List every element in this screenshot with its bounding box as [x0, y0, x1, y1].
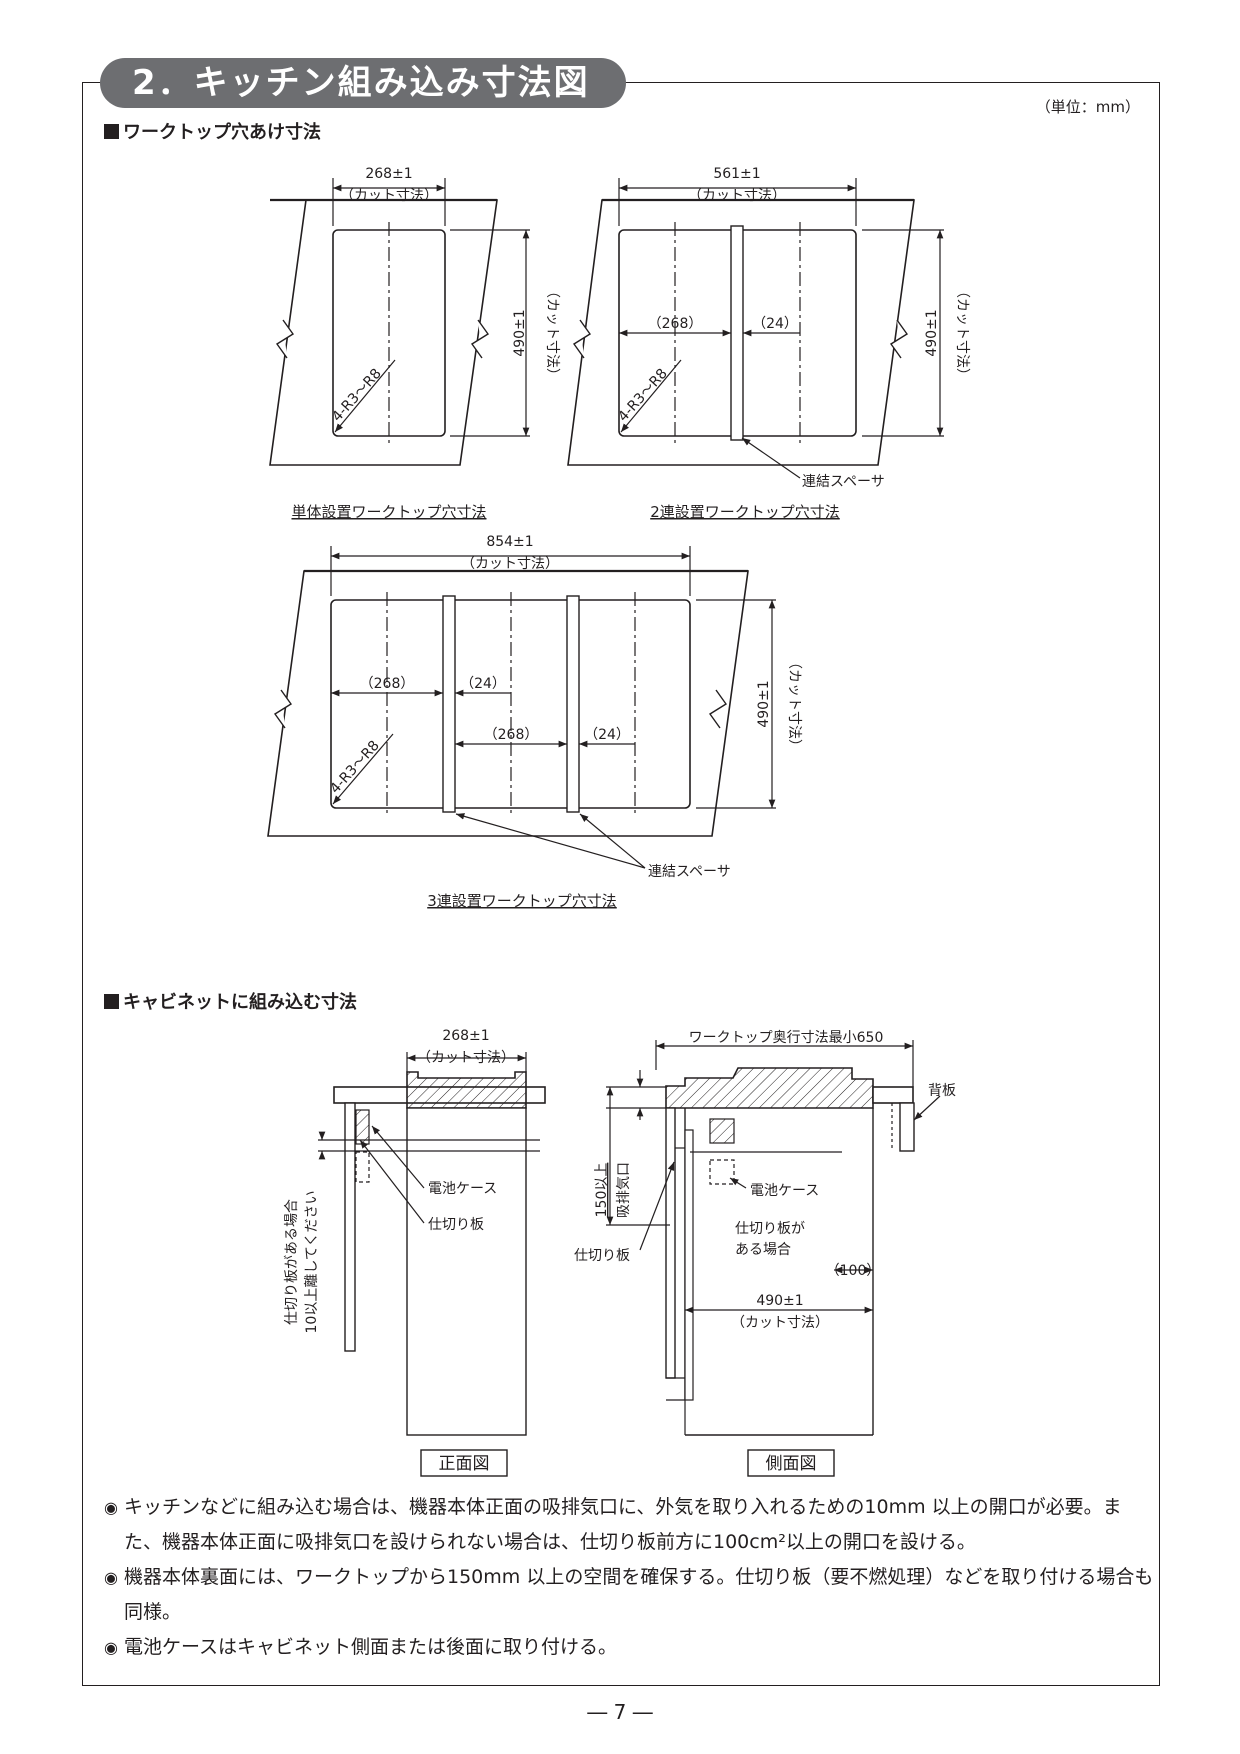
- double-caption: 2連設置ワークトップ穴寸法: [650, 503, 840, 521]
- note-text: 機器本体裏面には、ワークトップから150mm 以上の空間を確保する。仕切り板（要…: [124, 1566, 1154, 1623]
- break-mark-icon: [273, 689, 293, 729]
- joint-spacer: [442, 595, 456, 813]
- section-heading-cabinet-text: キャビネットに組み込む寸法: [123, 992, 357, 1013]
- side-partition-if-1: 仕切り板が: [735, 1221, 805, 1237]
- triple-inner-width-2: （268）: [484, 727, 539, 743]
- triple-spacer-label: 連結スペーサ: [648, 864, 731, 880]
- bullet-icon: ◉: [104, 1638, 118, 1657]
- battery-case: [709, 1118, 735, 1144]
- break-mark-icon: [470, 319, 490, 359]
- heading-square-icon: [104, 994, 119, 1009]
- back-panel: [899, 1102, 915, 1152]
- double-spacer-width: （24）: [752, 316, 798, 332]
- battery-case-alt: [355, 1151, 370, 1183]
- single-height-note: （カット寸法）: [544, 284, 560, 382]
- unit-body-hatched: [406, 1071, 527, 1109]
- side-cut-note: （カット寸法）: [731, 1315, 829, 1331]
- double-height-label: 490±1: [924, 309, 940, 356]
- note-text: キッチンなどに組み込む場合は、機器本体正面の吸排気口に、外気を取り入れるための1…: [124, 1496, 1122, 1553]
- side-back-panel-label: 背板: [928, 1083, 956, 1099]
- triple-width-label: 854±1: [486, 534, 533, 550]
- single-caption: 単体設置ワークトップ穴寸法: [291, 503, 486, 521]
- double-spacer-label: 連結スペーサ: [802, 474, 885, 490]
- side-caption: 側面図: [766, 1454, 817, 1474]
- battery-case-alt: [709, 1159, 735, 1185]
- page-title: 2．キッチン組み込み寸法図: [100, 58, 626, 108]
- partition-board: [344, 1102, 356, 1352]
- section-heading-worktop: ワークトップ穴あけ寸法: [104, 118, 321, 144]
- front-battery-label: 電池ケース: [428, 1181, 497, 1197]
- single-width-note: （カット寸法）: [340, 188, 438, 204]
- single-cutout-drawing: [269, 178, 530, 466]
- note-item: ◉ 機器本体裏面には、ワークトップから150mm 以上の空間を確保する。仕切り板（…: [104, 1560, 1154, 1630]
- section-heading-worktop-text: ワークトップ穴あけ寸法: [123, 122, 321, 143]
- front-vertical-note-2: 10以上離してください: [303, 1191, 320, 1334]
- side-view-caption-box: [747, 1449, 835, 1477]
- front-view-drawing: [318, 1052, 546, 1477]
- bullet-icon: ◉: [104, 1498, 118, 1517]
- single-width-label: 268±1: [365, 166, 412, 182]
- single-height-label: 490±1: [512, 309, 528, 356]
- triple-caption: 3連設置ワークトップ穴寸法: [427, 892, 617, 910]
- section-heading-cabinet: キャビネットに組み込む寸法: [104, 988, 357, 1014]
- double-width-note: （カット寸法）: [688, 188, 786, 204]
- triple-spacer-width-2: （24）: [584, 727, 630, 743]
- side-partition-if-2: ある場合: [735, 1242, 791, 1258]
- unit-cabinet: [406, 1107, 527, 1436]
- triple-height-note: （カット寸法）: [786, 655, 802, 753]
- break-mark-icon: [275, 319, 295, 359]
- side-battery-label: 電池ケース: [750, 1183, 819, 1199]
- side-offset-label: （100）: [826, 1263, 881, 1279]
- break-mark-icon: [708, 689, 728, 729]
- joint-spacer: [566, 595, 580, 813]
- front-width-label: 268±1: [442, 1028, 489, 1044]
- front-width-note: （カット寸法）: [417, 1050, 515, 1066]
- double-height-note: （カット寸法）: [954, 284, 970, 382]
- front-caption: 正面図: [439, 1454, 490, 1474]
- front-vertical-note-1: 仕切り板がある場合: [284, 1199, 300, 1325]
- break-mark-icon: [572, 319, 592, 359]
- triple-inner-width-1: （268）: [360, 676, 415, 692]
- triple-spacer-width-1: （24）: [460, 676, 506, 692]
- side-vent-label: 吸排気口: [616, 1162, 632, 1218]
- double-cutout-drawing: [567, 178, 944, 479]
- worktop-section: [872, 1086, 914, 1104]
- side-partition-label: 仕切り板: [574, 1248, 630, 1264]
- triple-height-label: 490±1: [756, 680, 772, 727]
- double-inner-width: （268）: [648, 316, 703, 332]
- bullet-icon: ◉: [104, 1568, 118, 1587]
- notes-list: ◉ キッチンなどに組み込む場合は、機器本体正面の吸排気口に、外気を取り入れるための…: [104, 1490, 1154, 1665]
- side-cut-label: 490±1: [756, 1293, 803, 1309]
- joint-spacer: [730, 225, 744, 441]
- unit-label: （単位：mm）: [1035, 98, 1140, 116]
- side-depth-label: ワークトップ奥行寸法最小650: [689, 1029, 884, 1046]
- side-clearance-label: 150以上: [594, 1163, 610, 1218]
- battery-case: [355, 1109, 370, 1145]
- unit-body-hatched: [665, 1067, 874, 1109]
- note-text: 電池ケースはキャビネット側面または後面に取り付ける。: [124, 1636, 618, 1658]
- triple-width-note: （カット寸法）: [461, 556, 559, 572]
- side-view-drawing: [606, 1040, 941, 1477]
- heading-square-icon: [104, 124, 119, 139]
- double-width-label: 561±1: [713, 166, 760, 182]
- note-item: ◉ 電池ケースはキャビネット側面または後面に取り付ける。: [104, 1630, 1154, 1665]
- triple-cutout-drawing: [267, 546, 776, 869]
- front-edge: [665, 1107, 676, 1379]
- front-view-caption-box: [420, 1449, 508, 1477]
- page-number: ― 7 ―: [587, 1700, 653, 1724]
- break-mark-icon: [889, 319, 909, 359]
- note-item: ◉ キッチンなどに組み込む場合は、機器本体正面の吸排気口に、外気を取り入れるための…: [104, 1490, 1154, 1560]
- front-partition-label: 仕切り板: [428, 1217, 484, 1233]
